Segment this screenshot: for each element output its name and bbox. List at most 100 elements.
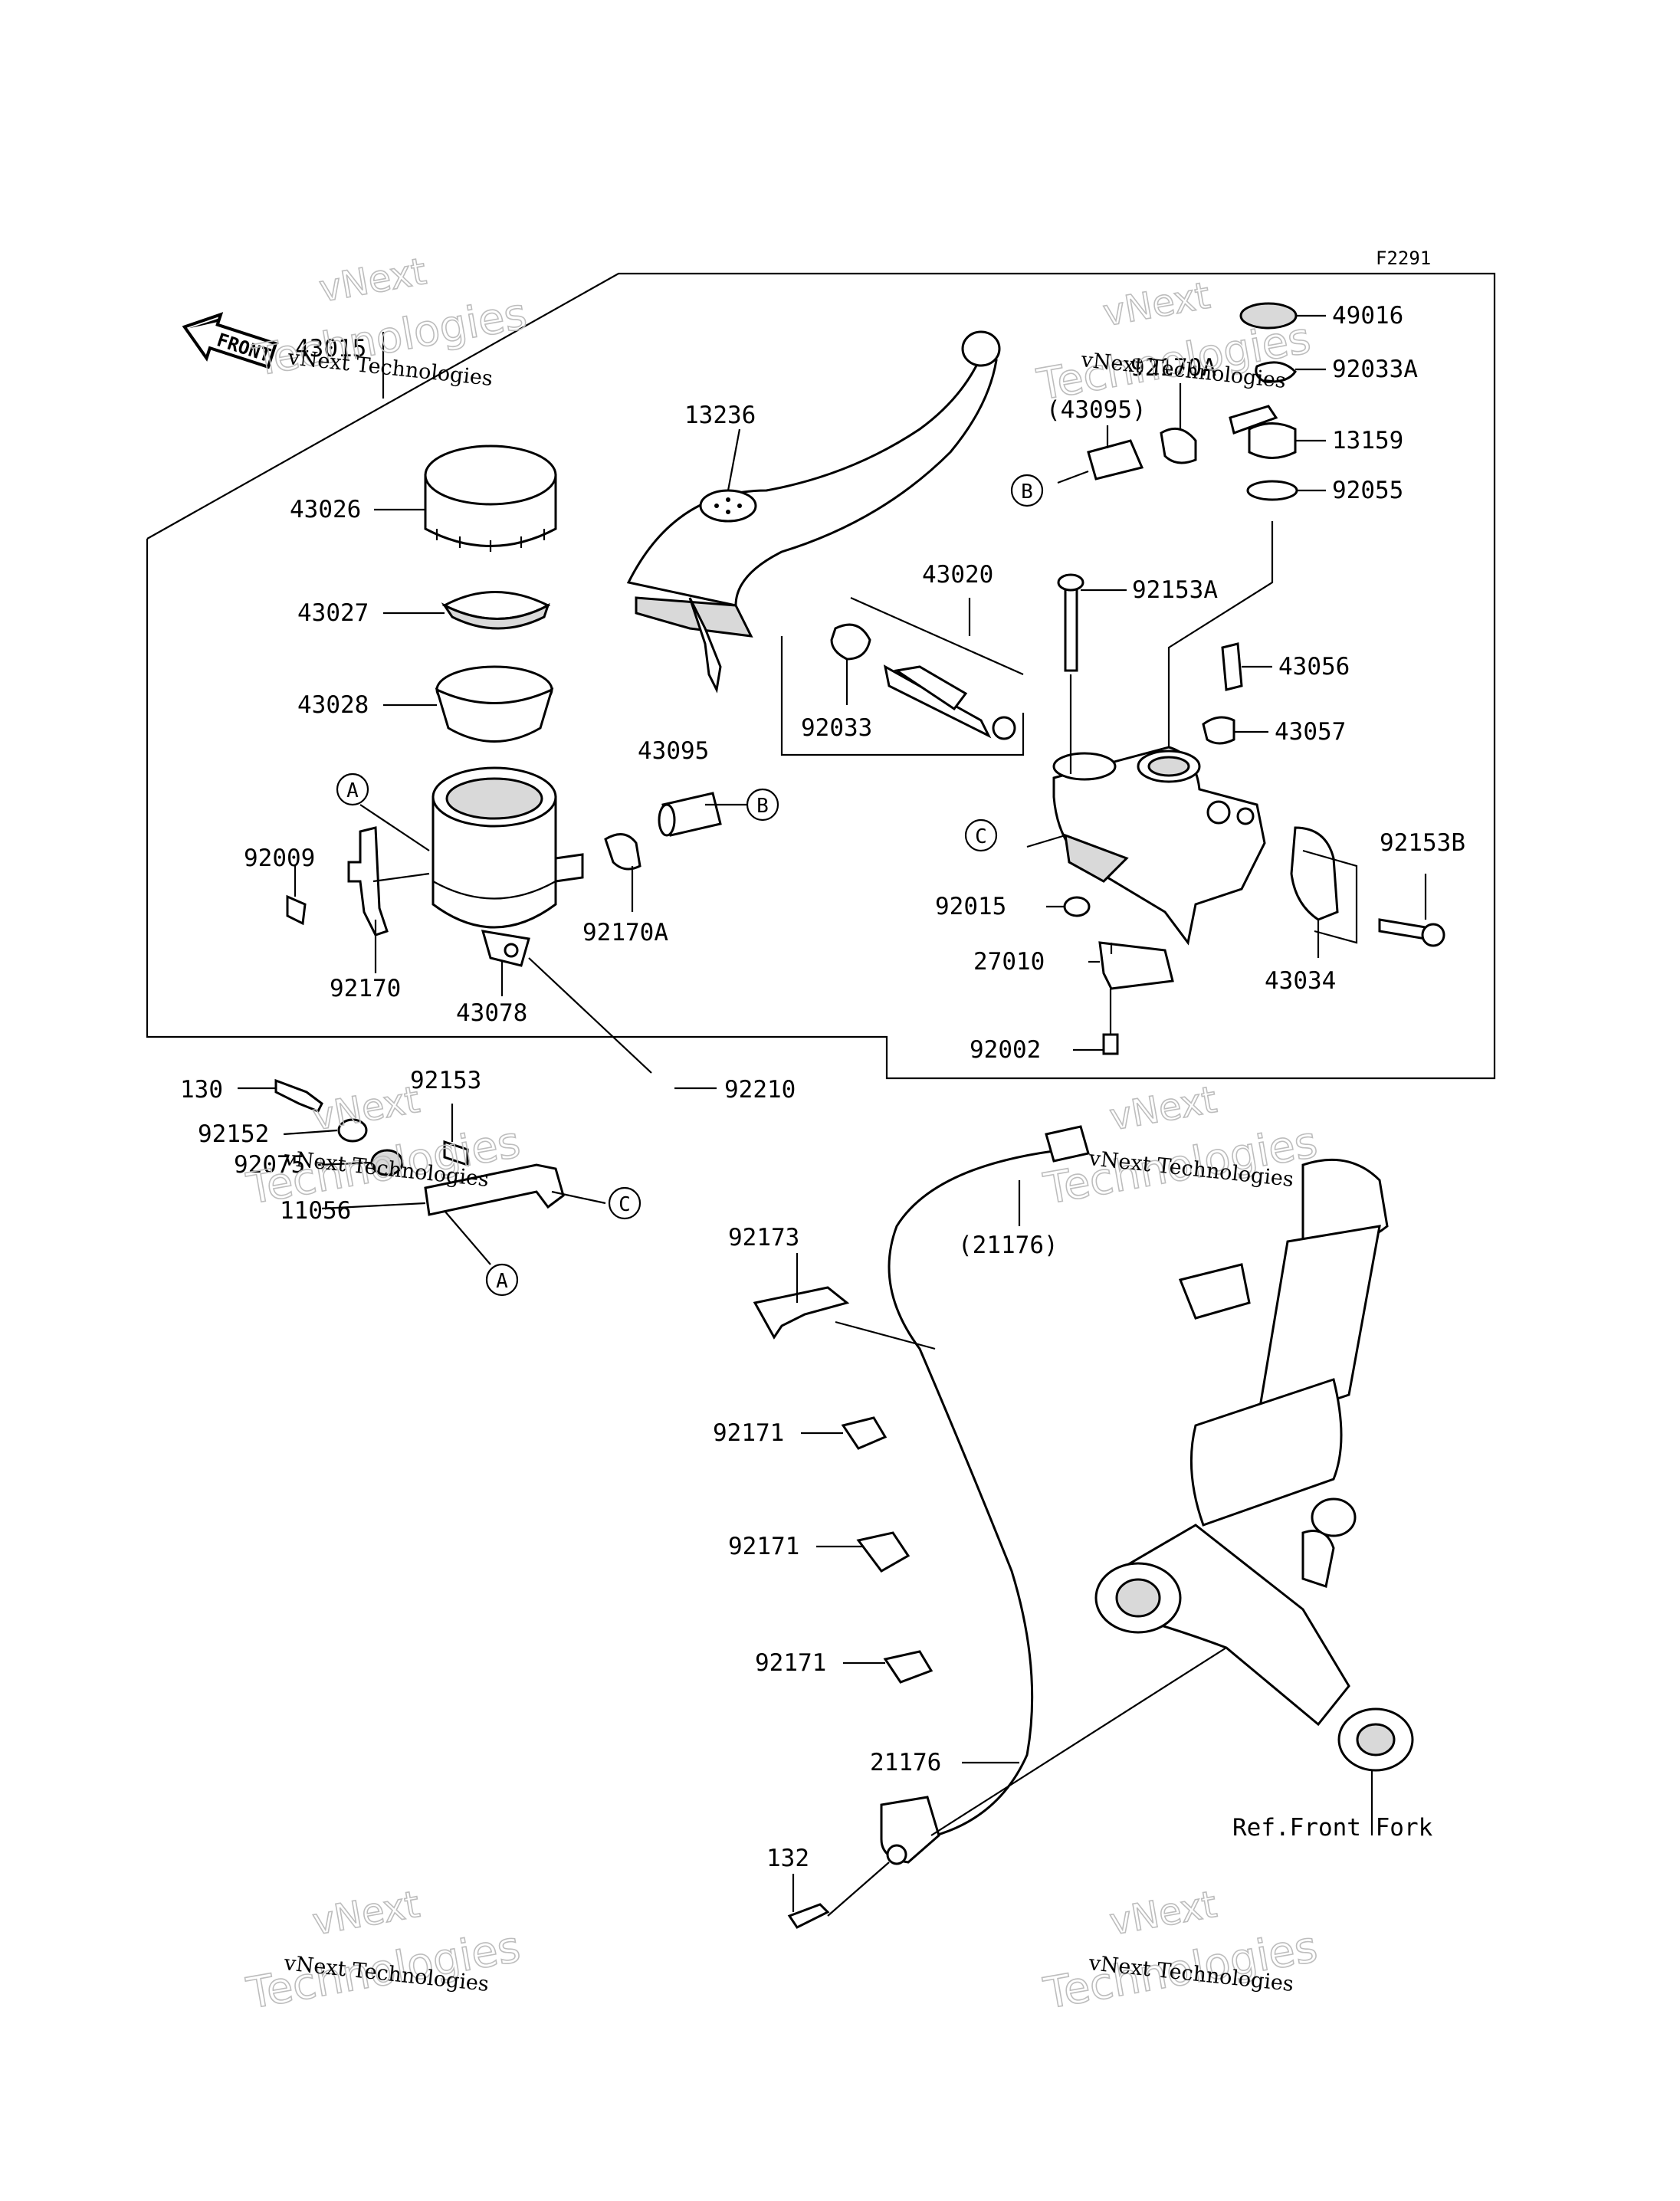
master-cylinder-body (1052, 746, 1266, 946)
switch-screw (1102, 1033, 1119, 1055)
reservoir-cap (424, 444, 557, 552)
svg-text:A: A (346, 779, 359, 802)
lever-nut (1063, 896, 1091, 917)
svg-text:B: B (756, 795, 769, 818)
part-label-132: 132 (766, 1845, 809, 1872)
watermark-bottom-left: vNext Technologies (242, 1882, 524, 2019)
part-label-92009: 92009 (244, 845, 315, 872)
brake-lever (626, 330, 1001, 694)
svg-text:vNext: vNext (1107, 1078, 1220, 1140)
bleed-valve (1221, 642, 1243, 691)
part-label-92152: 92152 (198, 1120, 269, 1148)
part-label-43095: 43095 (638, 737, 709, 765)
reservoir-bracket (347, 826, 389, 936)
part-label-92173: 92173 (728, 1224, 799, 1251)
part-label-43027: 43027 (297, 599, 369, 627)
callout-b-top: B (1010, 474, 1044, 507)
part-label-92171-2: 92171 (728, 1533, 799, 1560)
part-label-43095-ref: (43095) (1046, 396, 1147, 424)
part-label-43015: 43015 (295, 335, 366, 362)
part-label-92170: 92170 (330, 975, 401, 1002)
sensor-connector (1045, 1125, 1090, 1163)
pivot-bolt (1057, 573, 1084, 672)
part-label-92055: 92055 (1332, 477, 1403, 504)
piston-kit-bracket (780, 636, 1025, 756)
part-label-92033a: 92033A (1332, 356, 1418, 383)
grommet-92171c (883, 1650, 934, 1684)
hose-ref (1087, 439, 1144, 481)
cable-clip-92173 (753, 1286, 850, 1340)
reference-label: Ref.Front Fork (1232, 1814, 1433, 1842)
part-label-43028: 43028 (297, 691, 369, 719)
wheel-speed-sensor (880, 1796, 940, 1865)
grommet-92171a (841, 1416, 888, 1450)
reservoir-tank (431, 766, 584, 967)
svg-text:C: C (619, 1193, 631, 1216)
banjo-fitting (1229, 405, 1297, 459)
handlebar-clamp (1290, 826, 1339, 921)
svg-text:B: B (1021, 481, 1033, 504)
svg-text:vNext: vNext (310, 1883, 423, 1944)
part-label-43034: 43034 (1265, 967, 1336, 995)
grommet-92171b (856, 1531, 911, 1573)
svg-text:vNext: vNext (1107, 1883, 1220, 1944)
clamp-bolt (1378, 918, 1445, 947)
bleed-cap (1202, 716, 1235, 745)
part-label-21176-ref: (21176) (958, 1232, 1058, 1259)
front-fork (1094, 1158, 1414, 1772)
part-label-92210: 92210 (724, 1076, 796, 1104)
reservoir-hose (658, 792, 722, 837)
svg-text:A: A (496, 1270, 508, 1293)
diaphragm-plate (441, 591, 551, 630)
bracket-11056 (424, 1163, 565, 1216)
part-label-92171-1: 92171 (713, 1419, 784, 1447)
figure-code: F2291 (1376, 248, 1431, 269)
bolt-92153 (443, 1140, 469, 1167)
part-label-92015: 92015 (935, 893, 1006, 920)
part-label-21176: 21176 (870, 1749, 941, 1776)
part-label-43020: 43020 (922, 561, 993, 589)
bracket-screw (286, 866, 307, 926)
diaphragm (435, 665, 554, 743)
part-label-92002: 92002 (970, 1036, 1041, 1064)
callout-c-bottom: C (608, 1186, 641, 1220)
sensor-bolt-132 (787, 1903, 830, 1929)
callout-b-middle: B (746, 788, 779, 822)
part-label-92171-3: 92171 (755, 1649, 826, 1677)
callout-c-top: C (964, 818, 998, 852)
o-ring (1246, 480, 1298, 501)
leader-lines (238, 314, 1427, 1917)
part-label-92033: 92033 (801, 714, 872, 742)
brake-light-switch (1098, 941, 1174, 990)
part-label-11056: 11056 (280, 1197, 351, 1225)
circlip (830, 623, 871, 661)
piston-kit (883, 664, 1016, 740)
part-label-92153: 92153 (410, 1067, 481, 1094)
washer-92152 (337, 1118, 368, 1143)
part-label-13236: 13236 (684, 402, 756, 429)
part-label-49016: 49016 (1332, 302, 1403, 330)
snap-ring (1255, 361, 1297, 383)
callout-a-bottom: A (485, 1263, 519, 1297)
part-label-43057: 43057 (1275, 718, 1346, 746)
svg-text:vNext: vNext (316, 250, 429, 311)
part-label-92170a-top: 92170A (1130, 354, 1216, 382)
part-label-43056: 43056 (1278, 653, 1350, 681)
part-label-130: 130 (180, 1076, 223, 1104)
svg-text:vNext: vNext (310, 1078, 423, 1140)
part-label-92075: 92075 (234, 1151, 305, 1179)
svg-text:C: C (975, 825, 987, 848)
svg-text:vNext: vNext (1100, 274, 1213, 336)
part-label-43026: 43026 (290, 496, 361, 523)
hose-clamp-top (1160, 427, 1197, 464)
sensor-cable (888, 1148, 1066, 1841)
part-label-92153a: 92153A (1132, 576, 1218, 604)
assembly-boundary (146, 272, 1496, 1080)
part-label-92153b: 92153B (1380, 829, 1465, 857)
watermark-bottom-right: vNext Technologies (1039, 1882, 1321, 2019)
bolt-130 (274, 1078, 323, 1113)
part-label-27010: 27010 (973, 948, 1045, 976)
part-label-92170a: 92170A (582, 919, 668, 946)
